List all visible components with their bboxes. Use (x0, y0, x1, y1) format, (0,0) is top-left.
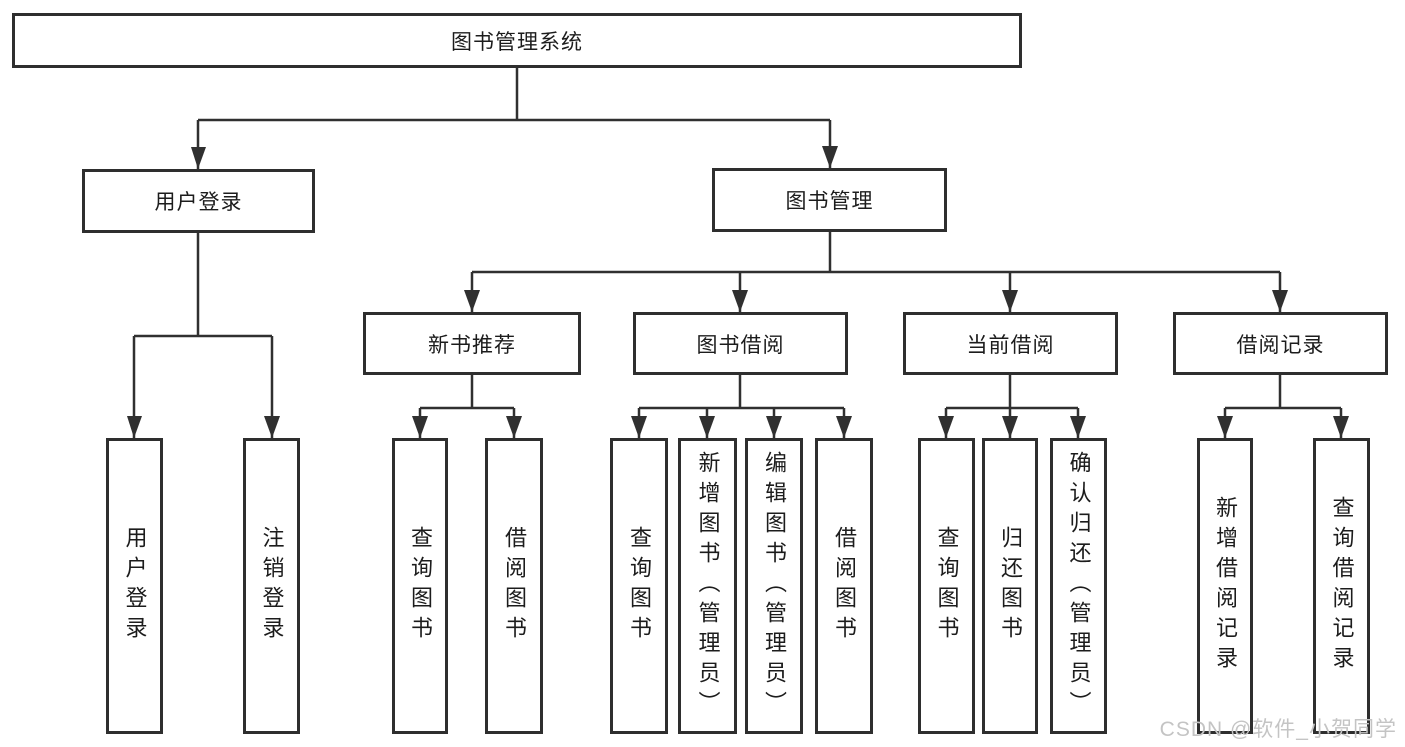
leaf-current-query-books: 查询图书 (918, 438, 975, 734)
leaf-user-login-label: 用户登录 (122, 526, 148, 646)
leaf-current-query-books-label: 查询图书 (934, 526, 960, 646)
leaf-records-add-record-label: 新增借阅记录 (1213, 496, 1238, 676)
node-borrow-records: 借阅记录 (1173, 312, 1388, 375)
leaf-recommend-query-books: 查询图书 (392, 438, 448, 734)
leaf-user-login: 用户登录 (106, 438, 163, 734)
leaf-current-return-books-label: 归还图书 (998, 526, 1023, 646)
leaf-borrow-edit-books-admin-label: 编辑图书（管理员） (762, 451, 787, 721)
leaf-recommend-borrow-books-label: 借阅图书 (502, 526, 527, 646)
leaf-recommend-borrow-books: 借阅图书 (485, 438, 543, 734)
leaf-borrow-add-books-admin-label: 新增图书（管理员） (695, 451, 721, 721)
leaf-borrow-borrow-books: 借阅图书 (815, 438, 873, 734)
leaf-records-add-record: 新增借阅记录 (1197, 438, 1253, 734)
leaf-current-return-books: 归还图书 (982, 438, 1038, 734)
node-library-management-system: 图书管理系统 (12, 13, 1022, 68)
leaf-borrow-add-books-admin: 新增图书（管理员） (678, 438, 737, 734)
leaf-borrow-borrow-books-label: 借阅图书 (832, 526, 857, 646)
leaf-borrow-query-books-label: 查询图书 (627, 526, 652, 646)
arrowheads (127, 146, 1349, 438)
leaf-current-confirm-return-admin-label: 确认归还（管理员） (1066, 451, 1092, 721)
node-current-borrow: 当前借阅 (903, 312, 1118, 375)
node-new-book-recommend: 新书推荐 (363, 312, 581, 375)
node-book-management: 图书管理 (712, 168, 947, 232)
leaf-recommend-query-books-label: 查询图书 (408, 526, 433, 646)
leaf-logout: 注销登录 (243, 438, 300, 734)
leaf-records-query-record-label: 查询借阅记录 (1329, 496, 1355, 676)
node-user-login: 用户登录 (82, 169, 315, 233)
leaf-logout-label: 注销登录 (259, 526, 285, 646)
leaf-records-query-record: 查询借阅记录 (1313, 438, 1370, 734)
leaf-borrow-query-books: 查询图书 (610, 438, 668, 734)
node-book-borrow: 图书借阅 (633, 312, 848, 375)
leaf-borrow-edit-books-admin: 编辑图书（管理员） (745, 438, 803, 734)
csdn-watermark: CSDN @软件_小贺同学 (1159, 718, 1397, 741)
leaf-current-confirm-return-admin: 确认归还（管理员） (1050, 438, 1107, 734)
